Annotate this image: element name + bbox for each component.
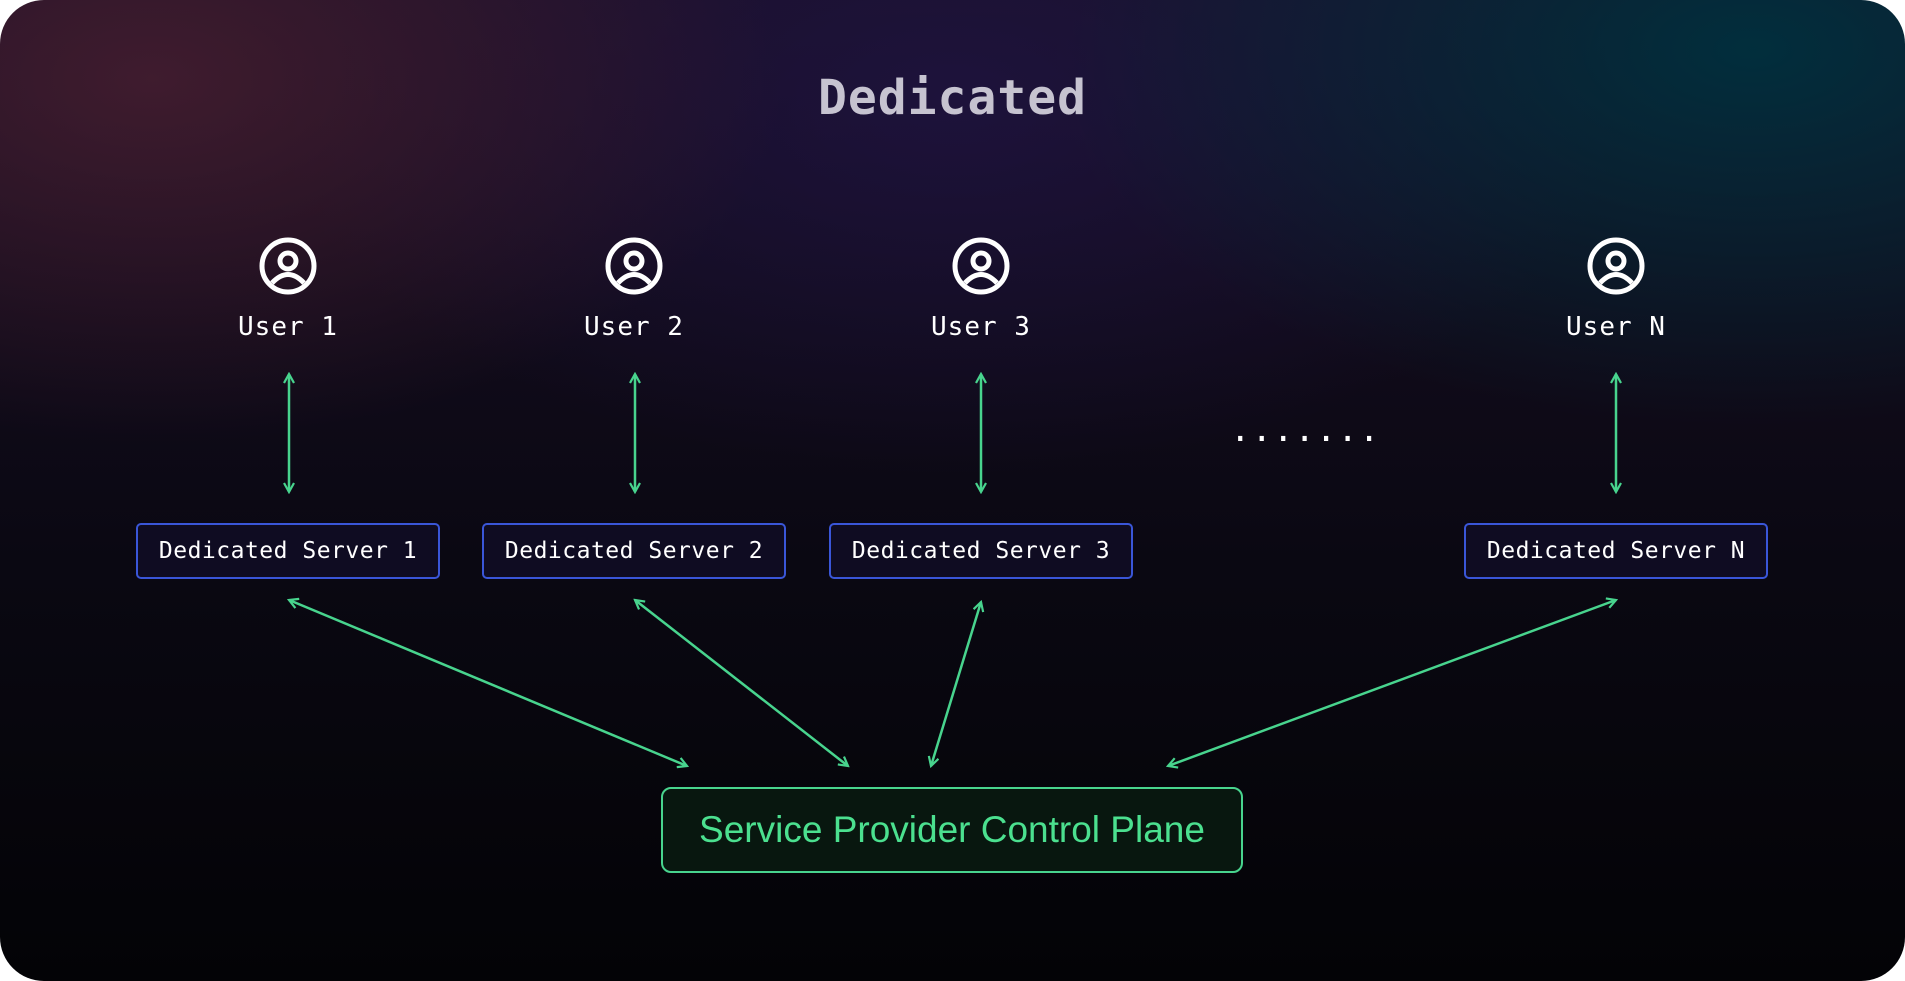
user-circle-icon <box>952 237 1010 295</box>
user-circle-icon <box>1587 237 1645 295</box>
arrow-servern-control <box>1168 600 1616 766</box>
user-label: User 3 <box>931 312 1031 342</box>
user-node-1: User 1 <box>178 236 398 342</box>
user-circle-icon <box>605 237 663 295</box>
dedicated-server-n: Dedicated Server N <box>1464 523 1768 579</box>
dedicated-server-1: Dedicated Server 1 <box>136 523 440 579</box>
dedicated-server-2: Dedicated Server 2 <box>482 523 786 579</box>
arrow-server3-control <box>931 602 981 766</box>
ellipsis-more-users: ....... <box>1230 410 1381 450</box>
arrow-server2-control <box>635 600 848 766</box>
user-label: User N <box>1566 312 1666 342</box>
dedicated-server-3: Dedicated Server 3 <box>829 523 1133 579</box>
user-label: User 1 <box>238 312 338 342</box>
user-node-2: User 2 <box>524 236 744 342</box>
user-node-n: User N <box>1506 236 1726 342</box>
user-label: User 2 <box>584 312 684 342</box>
arrow-server1-control <box>289 600 687 766</box>
user-circle-icon <box>259 237 317 295</box>
user-node-3: User 3 <box>871 236 1091 342</box>
diagram-title: Dedicated <box>817 70 1088 126</box>
service-provider-control-plane: Service Provider Control Plane <box>661 787 1243 873</box>
